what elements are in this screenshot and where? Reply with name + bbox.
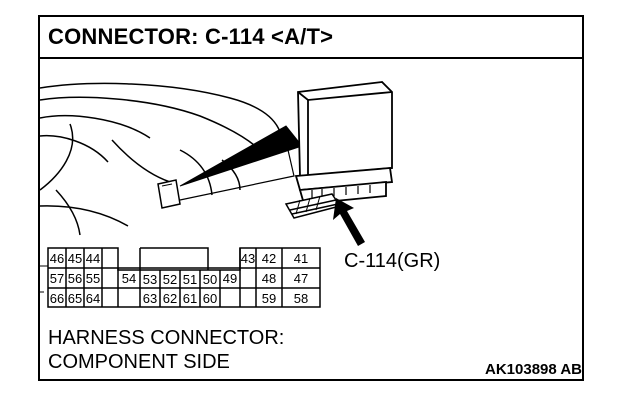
harness-caption: HARNESS CONNECTOR: COMPONENT SIDE [48, 326, 284, 374]
harness-caption-line1: HARNESS CONNECTOR: [48, 327, 285, 349]
pin-49: 49 [222, 271, 238, 286]
pin-51: 51 [182, 272, 198, 287]
pin-43: 43 [240, 251, 256, 266]
connector-label: C-114(GR) [344, 250, 441, 272]
pin-54: 54 [121, 271, 137, 286]
harness-caption-line2: COMPONENT SIDE [48, 351, 230, 373]
pin-63: 63 [142, 291, 158, 306]
pin-65: 65 [67, 291, 83, 306]
pin-56: 56 [67, 271, 83, 286]
pin-41: 41 [293, 251, 309, 266]
dash-connector-icon [157, 179, 181, 209]
pin-50: 50 [202, 272, 218, 287]
pin-55: 55 [85, 271, 101, 286]
pin-52: 52 [162, 272, 178, 287]
pin-58: 58 [293, 291, 309, 306]
ecu-module-icon [294, 81, 394, 205]
pin-45: 45 [67, 251, 83, 266]
title-divider [38, 57, 584, 59]
pin-59: 59 [261, 291, 277, 306]
pin-64: 64 [85, 291, 101, 306]
pin-61: 61 [182, 291, 198, 306]
figure-code: AK103898 AB [485, 361, 582, 378]
pin-57: 57 [49, 271, 65, 286]
pin-53: 53 [142, 272, 158, 287]
pin-47: 47 [293, 271, 309, 286]
pin-48: 48 [261, 271, 277, 286]
pin-66: 66 [49, 291, 65, 306]
pin-42: 42 [261, 251, 277, 266]
arrow-icon [333, 198, 365, 246]
pin-60: 60 [202, 291, 218, 306]
pin-44: 44 [85, 251, 101, 266]
diagram-title: CONNECTOR: C-114 <A/T> [48, 24, 334, 49]
pin-62: 62 [162, 291, 178, 306]
pin-46: 46 [49, 251, 65, 266]
